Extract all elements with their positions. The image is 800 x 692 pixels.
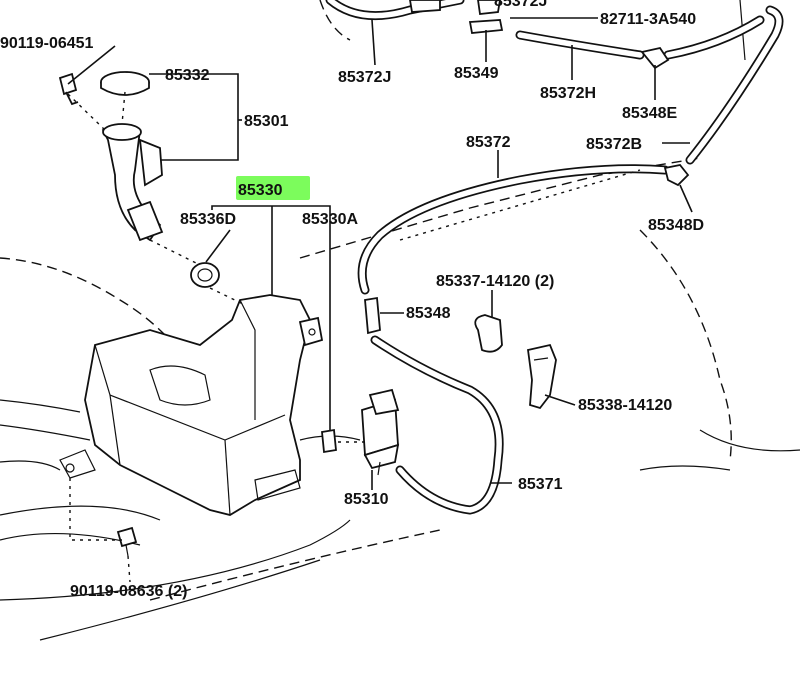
label-85330[interactable]: 85330 (238, 182, 283, 199)
label-85372J-top: 85372J (494, 0, 547, 10)
label-85310: 85310 (344, 491, 389, 508)
highlight-85330 (236, 176, 310, 200)
leader-lines (67, 17, 693, 490)
washer-pump (361, 388, 400, 476)
label-85372H: 85372H (540, 85, 596, 102)
label-85348D: 85348D (648, 217, 704, 234)
label-85338-14120: 85338-14120 (578, 397, 672, 414)
label-85301: 85301 (244, 113, 289, 130)
label-85371: 85371 (518, 476, 563, 493)
hose-85372 (357, 164, 670, 295)
label-85372B: 85372B (586, 136, 642, 153)
connector-85348 (364, 296, 381, 335)
bolt-lower (116, 526, 138, 557)
vehicle-body-outline (0, 0, 800, 641)
hose-85372B (685, 5, 784, 165)
hose-85372H (515, 15, 765, 60)
label-85330A: 85330A (302, 211, 358, 228)
filler-neck (101, 123, 164, 242)
label-85348: 85348 (406, 305, 451, 322)
clamp-85338 (526, 343, 557, 410)
label-85337-14120: 85337-14120 (2) (436, 273, 554, 290)
assembly-dotted-lines (67, 91, 641, 583)
hose-85372J (325, 0, 465, 21)
connector-85348E (640, 46, 670, 70)
connector-85348D (663, 164, 690, 187)
clamp-85337 (474, 314, 503, 353)
label-85372: 85372 (466, 134, 511, 151)
label-85336D: 85336D (180, 211, 236, 228)
label-85372J: 85372J (338, 69, 391, 86)
label-90119-08636: 90119-08636 (2) (70, 583, 187, 600)
part-labels: 90119-06451 85332 85301 85330 85336D 853… (0, 0, 704, 600)
label-85332: 85332 (165, 67, 210, 84)
label-82711-3A540: 82711-3A540 (600, 11, 696, 28)
filler-cap (100, 71, 150, 96)
label-85349: 85349 (454, 65, 499, 82)
connector-85349 (468, 19, 504, 34)
grommet (190, 262, 220, 288)
label-90119-06451: 90119-06451 (0, 35, 94, 52)
connector-top (409, 0, 501, 15)
clip-85330A (321, 428, 337, 454)
label-85348E: 85348E (622, 105, 677, 122)
washer-reservoir-tank (59, 294, 324, 516)
hose-85371 (370, 335, 504, 515)
